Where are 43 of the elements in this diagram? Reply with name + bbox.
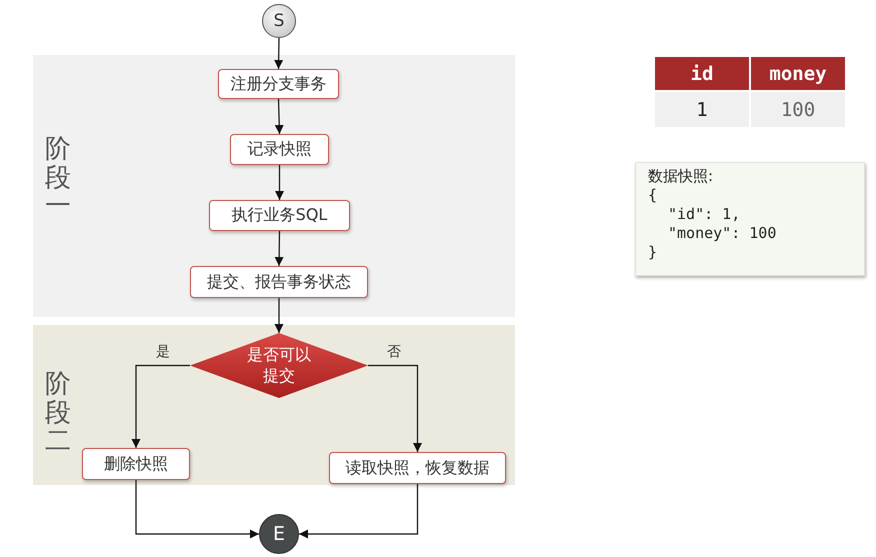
process-box [209, 200, 350, 231]
decision-diamond [190, 333, 368, 398]
process-box [218, 69, 339, 99]
arrow [299, 484, 418, 538]
node-label: 执行业务SQL [232, 205, 328, 226]
node-label: 读取快照，恢复数据 [346, 458, 490, 478]
arrow [275, 165, 284, 200]
process-box [82, 448, 190, 480]
edge-label: 是 [156, 343, 170, 361]
arrow [274, 98, 284, 134]
stage-band [33, 55, 515, 317]
table-header-cell: id [655, 57, 749, 90]
arrow [135, 480, 259, 538]
node-label: 注册分支事务 [230, 74, 326, 94]
node-label: S [274, 11, 284, 31]
end-circle [259, 514, 299, 554]
stage-label: 阶段二 [45, 370, 71, 456]
edge-label: 否 [387, 343, 401, 361]
code-line: "id": 1, [667, 205, 740, 224]
code-line: { [648, 186, 658, 205]
arrow [132, 364, 190, 448]
arrow [274, 231, 284, 266]
process-box [329, 452, 506, 484]
process-box [190, 266, 368, 298]
start-circle [262, 4, 296, 38]
node-label: 记录快照 [248, 139, 312, 160]
node-label: E [272, 523, 285, 545]
node-label: 提交、报告事务状态 [207, 272, 351, 292]
node-label: 是否可以提交 [246, 344, 312, 386]
code-line: 数据快照: [648, 167, 714, 186]
table-cell: 100 [751, 92, 845, 127]
table-header-cell: money [751, 57, 845, 90]
node-label: 删除快照 [104, 454, 168, 474]
code-line: "money": 100 [667, 224, 776, 243]
stage-band [33, 325, 515, 485]
table-cell: 1 [655, 92, 749, 127]
arrow [274, 38, 284, 70]
code-line: } [648, 243, 658, 262]
stage-label: 阶段一 [45, 135, 71, 221]
arrow [368, 364, 422, 452]
code-note [635, 162, 865, 276]
arrow [274, 298, 284, 333]
process-box [230, 134, 329, 165]
